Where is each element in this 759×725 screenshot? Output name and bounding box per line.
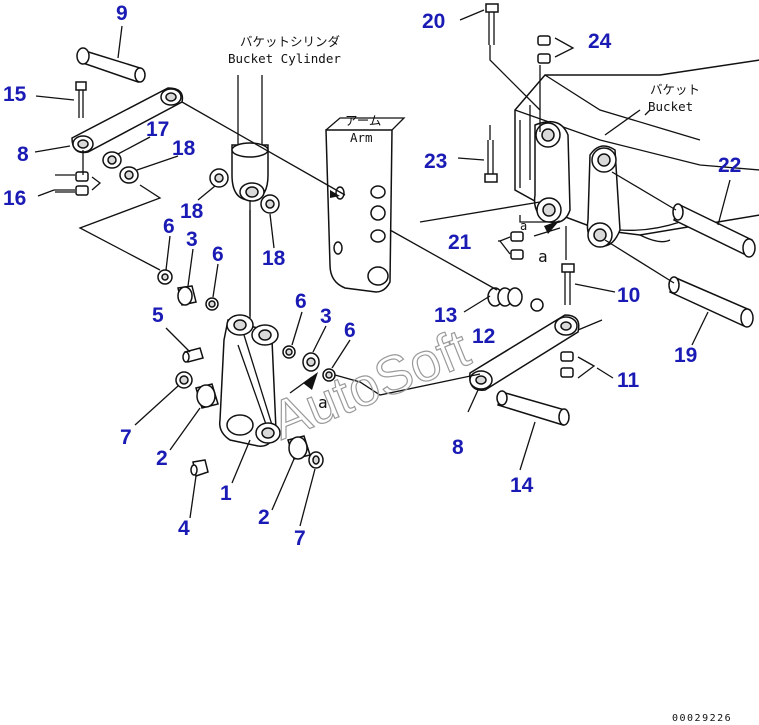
link-1 [218,314,281,447]
label-bucket-cylinder: バケットシリンダ Bucket Cylinder [228,34,341,66]
shims-17-18 [102,151,280,214]
callout-22: 22 [718,154,741,177]
bucket-jp-label: バケット [650,82,700,97]
callout-15: 15 [3,83,27,106]
callout-7: 7 [120,426,132,449]
shims-13 [487,287,544,312]
callout-13: 13 [434,304,457,327]
link-1-right-bushings [282,345,336,469]
callout-21: 21 [448,231,472,254]
nuts-24 [537,35,575,64]
callout-numbers: 9 15 8 17 18 16 18 18 6 3 6 5 7 2 1 4 2 … [3,2,741,550]
callout-leaders [34,9,731,527]
callout-6: 6 [295,290,307,313]
grease-fittings [182,347,209,477]
pin-9 [76,47,146,84]
callout-20: 20 [422,10,445,33]
callout-11: 11 [617,369,640,392]
callout-8: 8 [452,436,464,459]
bolt-23 [484,140,498,183]
callout-12: 12 [472,325,495,348]
label-arm: アーム Arm [345,113,381,145]
callout-1: 1 [220,482,232,505]
arm [325,117,406,293]
callout-24: 24 [588,30,612,53]
drawing-code: 00029226 [672,713,732,724]
callout-7: 7 [294,527,306,550]
callout-6: 6 [344,319,356,342]
ref-letter-a: a [520,219,527,233]
callout-3: 3 [320,305,332,328]
bucket-en-label: Bucket [648,99,693,114]
watermark: AutoSoft [263,318,478,451]
callout-4: 4 [178,517,190,540]
pin-19 [668,276,754,328]
assembly-arrows [289,190,560,394]
callout-5: 5 [152,304,164,327]
label-bucket: バケット Bucket [648,82,700,114]
callout-2: 2 [156,447,168,470]
bucket-cylinder-en-label: Bucket Cylinder [228,51,341,66]
callout-14: 14 [510,474,534,497]
nuts-21 [510,231,524,260]
callout-16: 16 [3,187,26,210]
callout-23: 23 [424,150,447,173]
callout-18: 18 [262,247,286,270]
arm-jp-label: アーム [345,113,381,128]
callout-10: 10 [617,284,640,307]
callout-17: 17 [146,118,169,141]
assembly-lines [78,45,677,396]
bolt-10 [561,263,575,305]
callout-18: 18 [172,137,196,160]
bucket-cylinder-jp-label: バケットシリンダ [240,34,340,49]
link-8-lower [469,314,580,391]
ref-letter-a: a [318,393,328,412]
callout-8: 8 [17,143,29,166]
callout-6: 6 [212,243,224,266]
pin-14 [496,390,570,426]
left-bushings [157,269,219,409]
bolt-15 [75,81,87,118]
callout-3: 3 [186,228,198,251]
nuts-11 [560,351,596,379]
ref-letter-a: a [538,247,548,266]
pin-22 [672,203,756,258]
nuts-16 [55,171,102,196]
callout-19: 19 [674,344,697,367]
callout-9: 9 [116,2,128,25]
callout-6: 6 [163,215,175,238]
callout-2: 2 [258,506,270,529]
callout-18: 18 [180,200,204,223]
bolt-20 [485,3,499,45]
arm-en-label: Arm [350,130,373,145]
